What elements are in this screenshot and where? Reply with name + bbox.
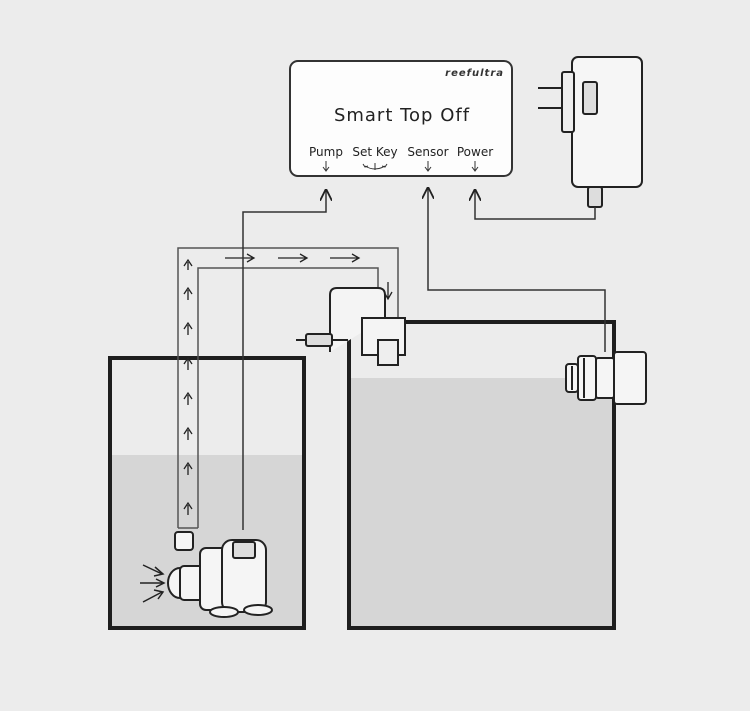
- port-label-set-key: Set Key: [352, 145, 397, 159]
- wires: [242, 188, 606, 530]
- port-arrows: [322, 161, 479, 172]
- intake-arrows: [140, 564, 166, 603]
- controller-title: Smart Top Off: [334, 105, 470, 126]
- power-adapter-icon: [538, 56, 643, 208]
- port-label-power: Power: [457, 145, 493, 159]
- port-label-sensor: Sensor: [407, 145, 448, 159]
- display-tank: [347, 320, 616, 630]
- brand-logo: reefultra: [445, 68, 504, 79]
- port-label-pump: Pump: [309, 145, 343, 159]
- flow-arrows: [183, 253, 393, 515]
- optical-sensor-icon: [565, 351, 647, 405]
- controller-unit: reefultra Smart Top Off Pump Set Key Sen…: [289, 60, 513, 177]
- water-pump-icon: [167, 531, 273, 618]
- hose-clamp-icon: [296, 287, 406, 366]
